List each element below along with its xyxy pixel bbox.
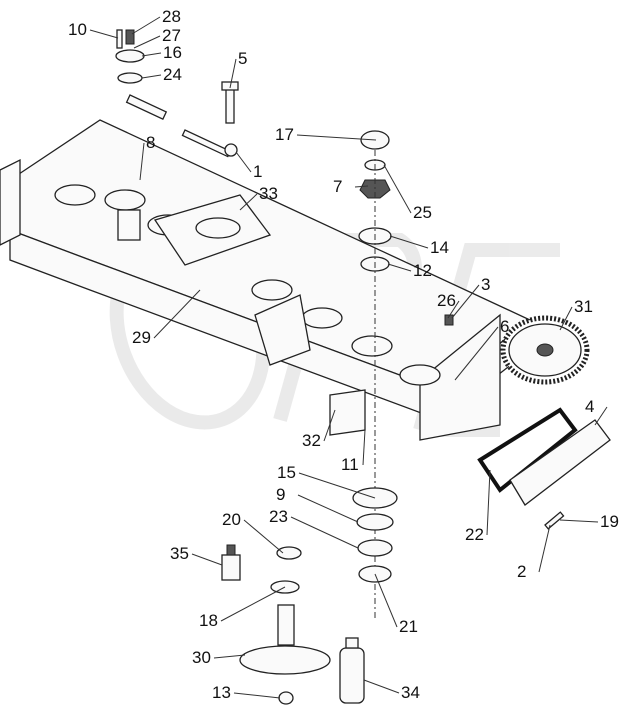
leader-line (213, 654, 246, 659)
leader-line (559, 519, 599, 523)
callout-14: 14 (430, 238, 449, 257)
gasket-and-cover (477, 407, 611, 530)
callout-17: 17 (275, 125, 294, 144)
leader-line (387, 263, 412, 272)
callout-10: 10 (68, 20, 87, 39)
leader-line (383, 164, 412, 214)
leader-line (297, 494, 359, 523)
callout-5: 5 (238, 49, 247, 68)
callout-32: 32 (302, 431, 321, 450)
bearing-stack-upper (358, 130, 392, 620)
callout-20: 20 (222, 510, 241, 529)
leader-line (447, 300, 460, 319)
callout-26: 26 (437, 291, 456, 310)
leader-line (374, 573, 398, 628)
callout-21: 21 (399, 617, 418, 636)
shaft-and-disc (239, 604, 331, 705)
leader-line (298, 472, 376, 499)
leader-line (594, 406, 608, 426)
callout-13: 13 (212, 683, 231, 702)
leader-line (538, 524, 551, 573)
leader-line (389, 235, 429, 249)
callout-3: 3 (481, 275, 490, 294)
leader-line (133, 35, 161, 49)
callout-8: 8 (146, 133, 155, 152)
callout-33: 33 (259, 184, 278, 203)
leader-line (220, 586, 286, 622)
callout-24: 24 (163, 65, 182, 84)
callout-29: 29 (132, 328, 151, 347)
leader-line (153, 289, 201, 339)
sealant-bottle (221, 544, 241, 581)
callout-31: 31 (574, 297, 593, 316)
leader-line (233, 692, 281, 699)
leader-line (363, 679, 400, 694)
leader-line (486, 469, 491, 536)
grease-bottle (339, 637, 365, 704)
leader-line (362, 429, 366, 466)
vent-assembly (115, 29, 145, 84)
callout-2: 2 (517, 562, 526, 581)
leader-line (454, 326, 499, 381)
leader-line (296, 134, 377, 141)
leader-line (323, 409, 336, 442)
leader-line (229, 58, 237, 89)
bolt-3 (444, 314, 454, 326)
callout-1: 1 (253, 162, 262, 181)
leader-line (354, 185, 369, 188)
callout-18: 18 (199, 611, 218, 630)
callout-30: 30 (192, 648, 211, 667)
gearbox-housing (0, 119, 532, 441)
leader-line (243, 519, 284, 554)
callout-23: 23 (269, 507, 288, 526)
leader-line (559, 306, 573, 331)
callout-12: 12 (413, 261, 432, 280)
leader-line (141, 74, 162, 79)
leader-line (141, 52, 162, 57)
leader-line (89, 29, 119, 39)
leader-line (290, 516, 359, 549)
callout-25: 25 (413, 203, 432, 222)
callout-34: 34 (401, 683, 420, 702)
leader-line (451, 284, 480, 319)
callout-35: 35 (170, 544, 189, 563)
callout-28: 28 (162, 7, 181, 26)
callout-9: 9 (276, 485, 285, 504)
leader-line (191, 553, 223, 566)
leader-line (131, 16, 161, 35)
callout-27: 27 (162, 26, 181, 45)
callout-7: 7 (333, 177, 342, 196)
callout-6: 6 (500, 317, 509, 336)
leader-line (139, 142, 145, 181)
leader-line (235, 151, 252, 173)
callout-4: 4 (585, 397, 594, 416)
gear (500, 315, 590, 385)
callout-16: 16 (163, 43, 182, 62)
callout-11: 11 (341, 455, 359, 474)
bearing-stack-lower (270, 487, 398, 594)
leader-line (239, 193, 258, 211)
callout-22: 22 (465, 525, 484, 544)
callout-15: 15 (277, 463, 296, 482)
callout-19: 19 (600, 512, 619, 531)
